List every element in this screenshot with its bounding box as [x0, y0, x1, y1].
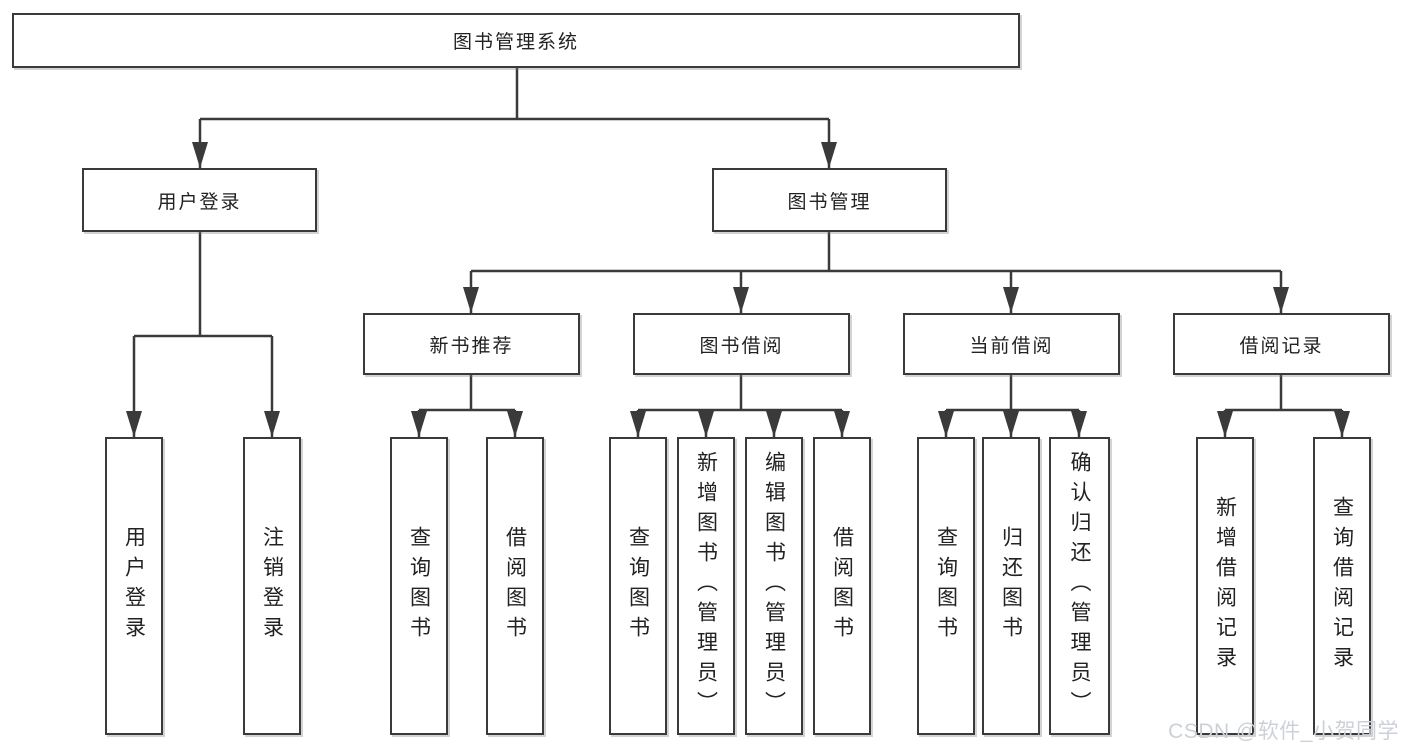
leaf-confirm-return-admin: 确认归还（管理员）: [1049, 437, 1110, 735]
leaf-label: 编辑图书（管理员）: [762, 451, 786, 721]
leaf-label: 借阅图书: [503, 526, 527, 646]
leaf-add-borrow-record: 新增借阅记录: [1196, 437, 1254, 735]
node-new-book-recommend: 新书推荐: [363, 313, 580, 375]
leaf-user-login: 用户登录: [105, 437, 163, 735]
leaf-label: 归还图书: [999, 526, 1023, 646]
leaf-label: 新增图书（管理员）: [694, 451, 718, 721]
node-label: 当前借阅: [969, 335, 1054, 357]
node-label: 图书借阅: [699, 335, 784, 357]
leaf-label: 借阅图书: [830, 526, 854, 646]
leaf-label: 用户登录: [122, 526, 146, 646]
leaf-query-books-borrow: 查询图书: [609, 437, 667, 735]
node-user-login: 用户登录: [82, 168, 317, 232]
leaf-label: 确认归还（管理员）: [1068, 451, 1091, 721]
node-label: 图书管理: [787, 191, 872, 213]
leaf-logout: 注销登录: [243, 437, 301, 735]
node-label: 借阅记录: [1239, 335, 1324, 357]
arrowheads: [126, 142, 1350, 437]
csdn-watermark: CSDN @软件_小贺同学: [1168, 720, 1399, 743]
leaf-borrow-books-recommend: 借阅图书: [486, 437, 544, 735]
leaf-return-books: 归还图书: [982, 437, 1040, 735]
leaf-label: 查询图书: [626, 526, 650, 646]
node-label: 用户登录: [157, 191, 242, 213]
leaf-label: 注销登录: [260, 526, 284, 646]
node-label: 新书推荐: [429, 335, 514, 357]
node-current-borrow: 当前借阅: [903, 313, 1120, 375]
leaf-label: 新增借阅记录: [1213, 496, 1237, 676]
leaf-borrow-books: 借阅图书: [813, 437, 871, 735]
leaf-label: 查询图书: [934, 526, 958, 646]
leaf-query-books-recommend: 查询图书: [390, 437, 448, 735]
node-root-system: 图书管理系统: [12, 13, 1020, 68]
node-book-borrow: 图书借阅: [633, 313, 850, 375]
leaf-query-books-current: 查询图书: [917, 437, 975, 735]
node-book-management: 图书管理: [712, 168, 947, 232]
leaf-add-book-admin: 新增图书（管理员）: [677, 437, 735, 735]
leaf-query-borrow-record: 查询借阅记录: [1313, 437, 1371, 735]
leaf-label: 查询图书: [407, 526, 431, 646]
leaf-label: 查询借阅记录: [1330, 496, 1354, 676]
node-borrow-record: 借阅记录: [1173, 313, 1390, 375]
leaf-edit-book-admin: 编辑图书（管理员）: [745, 437, 803, 735]
node-label: 图书管理系统: [452, 32, 579, 53]
